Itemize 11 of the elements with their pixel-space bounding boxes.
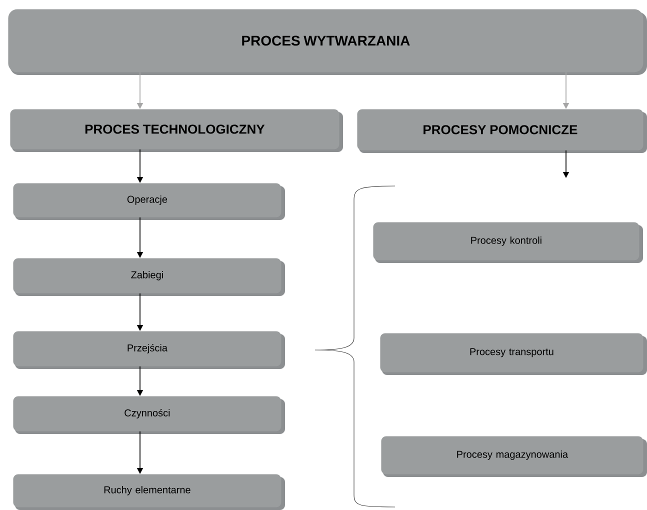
process-box: Czynności — [13, 396, 285, 434]
process-box: Zabiegi — [13, 258, 285, 296]
process-box: Procesy kontroli — [373, 222, 643, 263]
process-box: Ruchy elementarne — [13, 474, 285, 510]
process-box: Procesy magazynowania — [381, 436, 647, 477]
title-box: PROCES WYTWARZANIA — [8, 9, 647, 75]
process-box: Operacje — [13, 183, 285, 220]
process-box: Procesy transportu — [380, 333, 647, 375]
process-box: Przejścia — [13, 331, 285, 369]
category-box: PROCESY POMOCNICZE — [357, 109, 647, 153]
category-box: PROCES TECHNOLOGICZNY — [10, 109, 343, 152]
